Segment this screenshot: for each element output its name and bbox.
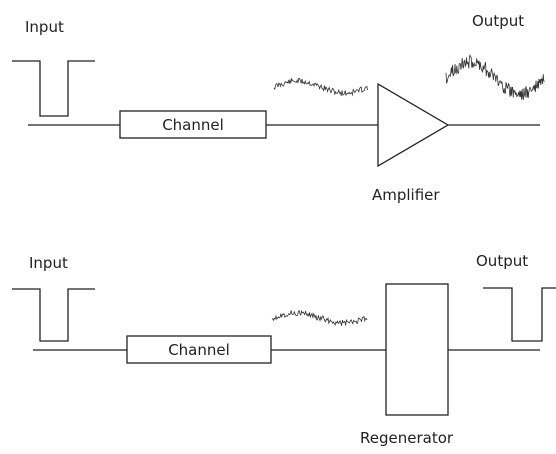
bottom-input-pulse [12,288,95,342]
regenerator-box [385,283,449,416]
amplifier-triangle [377,82,450,168]
bottom-device-label: Regenerator [360,429,454,447]
bottom-channel-label: Channel [168,341,230,359]
regenerator-section: Input Output Channel Regenerator [12,252,556,447]
top-channel-box [119,110,267,139]
top-device-label: Amplifier [372,186,440,204]
bottom-output-pulse [483,287,556,342]
top-channel-label: Channel [162,116,224,134]
bottom-output-label: Output [476,252,528,270]
top-output-label: Output [472,12,524,30]
bottom-input-label: Input [29,254,68,272]
bottom-noisy-signal [271,309,368,326]
top-noisy-signal [273,77,368,97]
top-amplified-noisy-output [445,54,545,101]
top-input-pulse [12,60,95,117]
bottom-channel-box [126,335,272,364]
top-input-label: Input [25,18,64,36]
amplifier-section: Input Output Channel Amplifier [12,12,545,204]
